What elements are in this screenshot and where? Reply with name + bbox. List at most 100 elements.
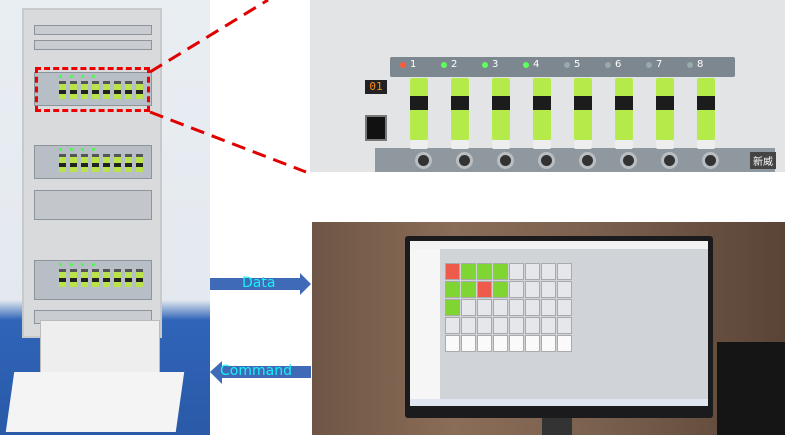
battery-cell [697,78,715,140]
status-led [70,148,73,151]
monitor [405,236,713,418]
battery-cell [92,81,99,99]
channel-status-cell [557,263,572,280]
channel-status-cell [525,317,540,334]
cell-holder-cap [533,140,551,149]
channel-status-cell [557,335,572,352]
status-led [81,263,84,266]
channel-status-cell [525,299,540,316]
battery-cell [533,78,551,140]
channel-status-cell [541,263,556,280]
cell-holder-cap [492,140,510,149]
battery-cell [136,81,143,99]
battery-cell [70,81,77,99]
channel-status-cell [525,281,540,298]
rack-module [34,260,152,300]
channel-led [687,62,693,68]
rack-cabinet [22,8,162,338]
taskbar [410,399,708,406]
channel-number: 8 [697,59,704,70]
channel-led [482,62,488,68]
channel-status-cell [445,263,460,280]
channel-status-grid [445,263,572,352]
battery-cell [656,78,674,140]
channel-status-cell [509,335,524,352]
channel-status-cell [509,263,524,280]
channel-status-cell [477,263,492,280]
software-title-bar [410,241,708,249]
battery-cell [92,154,99,172]
channel-status-cell [509,299,524,316]
channel-connector [620,152,637,169]
channel-number: 1 [410,59,417,70]
status-led [70,263,73,266]
battery-cell [114,81,121,99]
channel-status-cell [493,317,508,334]
battery-cell [114,154,121,172]
status-led [81,148,84,151]
channel-number: 7 [656,59,663,70]
cell-holder-cap [656,140,674,149]
battery-cell [410,78,428,140]
rack-module [34,145,152,179]
channel-connector [497,152,514,169]
rack-module [34,72,152,106]
status-led [92,148,95,151]
channel-status-cell [541,281,556,298]
channel-number: 3 [492,59,499,70]
channel-status-cell [557,299,572,316]
channel-status-cell [509,317,524,334]
connector-strip [375,148,775,172]
battery-cell [574,78,592,140]
channel-status-cell [557,281,572,298]
battery-tester-rack-photo [0,0,210,435]
channel-status-cell [541,335,556,352]
channel-status-cell [557,317,572,334]
cell-holder-cap [615,140,633,149]
battery-cell [59,81,66,99]
cell-holder-cap [451,140,469,149]
channel-status-cell [525,335,540,352]
channel-number: 4 [533,59,540,70]
rack-module [34,190,152,220]
status-led [59,263,62,266]
monitor-screen [410,241,708,406]
channel-status-cell [493,335,508,352]
channel-number: 5 [574,59,581,70]
status-led [92,263,95,266]
cell-holder-cap [697,140,715,149]
battery-cell [81,81,88,99]
channel-status-cell [477,335,492,352]
battery-cell [125,81,132,99]
battery-cell [114,269,121,287]
channel-connector [702,152,719,169]
channel-status-cell [509,281,524,298]
channel-connector [538,152,555,169]
battery-cell [70,154,77,172]
battery-cell [492,78,510,140]
channel-status-cell [461,281,476,298]
cell-fixture-tray [40,320,160,375]
battery-cell [136,269,143,287]
battery-cell [59,154,66,172]
battery-cell [81,269,88,287]
channel-connector [415,152,432,169]
channel-number: 2 [451,59,458,70]
channel-status-cell [445,317,460,334]
channel-status-cell [461,263,476,280]
battery-cell [451,78,469,140]
battery-cell [70,269,77,287]
channel-status-cell [445,281,460,298]
battery-cell [103,269,110,287]
status-led [59,148,62,151]
channel-led [523,62,529,68]
channel-status-cell [541,299,556,316]
channel-led [564,62,570,68]
channel-led [646,62,652,68]
channel-led [605,62,611,68]
channel-status-cell [445,299,460,316]
battery-cell [81,154,88,172]
cell-holder-cap [410,140,428,149]
